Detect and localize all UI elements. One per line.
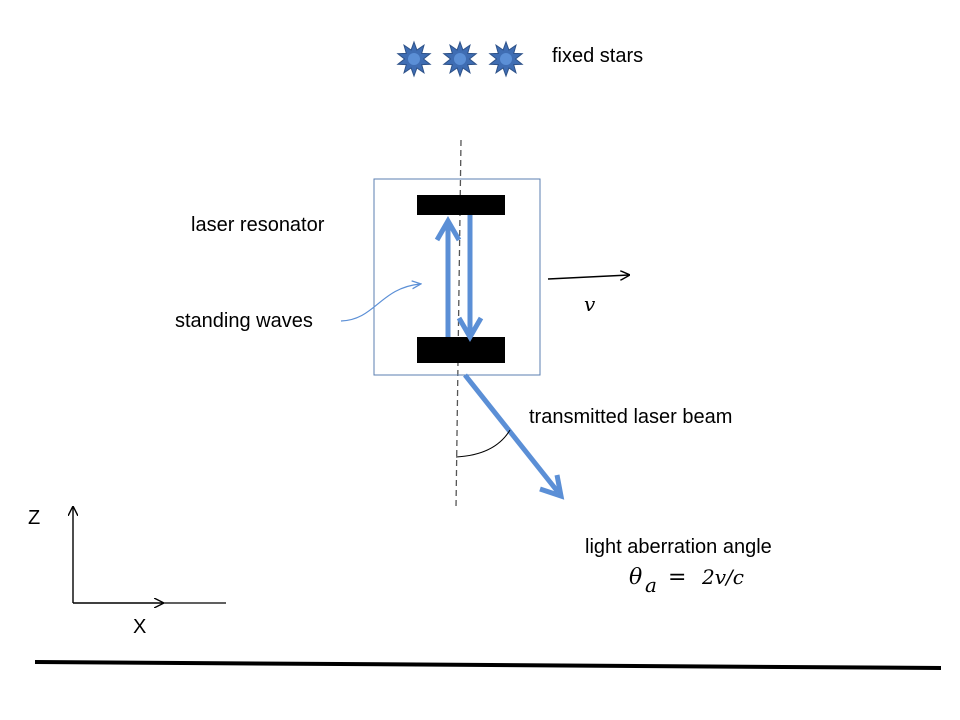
laser-resonator-frame: [373, 178, 541, 376]
standing-wave-down-arrow: [456, 215, 484, 342]
aberration-angle-arc: [455, 429, 511, 458]
velocity-arrow: [547, 275, 629, 279]
aberration-formula: θ a = 2v/c: [629, 565, 744, 597]
standing-wave-up-arrow: [434, 216, 462, 337]
standing-waves-pointer: [340, 284, 420, 322]
transmitted-beam-label: transmitted laser beam: [529, 406, 732, 428]
star-center: [408, 53, 420, 65]
formula-rhs: 2v/c: [701, 565, 744, 589]
laser-resonator-label: laser resonator: [191, 214, 325, 236]
fixed-stars-label: fixed stars: [552, 45, 643, 67]
transmitted-beam-arrow: [463, 373, 565, 500]
fixed-stars-group: [396, 40, 524, 78]
aberration-angle-label: light aberration angle: [585, 536, 772, 558]
star-center: [500, 53, 512, 65]
velocity-label: v: [584, 292, 596, 316]
ground-line: [34, 660, 942, 670]
bottom-mirror: [417, 337, 505, 363]
star-center: [454, 53, 466, 65]
formula-theta: θ: [629, 565, 642, 590]
top-mirror: [417, 195, 505, 215]
x-axis-label: X: [133, 616, 146, 638]
standing-waves-label: standing waves: [175, 310, 313, 332]
formula-subscript: a: [645, 573, 657, 597]
z-axis-label: Z: [28, 507, 40, 529]
formula-equals: =: [668, 565, 686, 590]
